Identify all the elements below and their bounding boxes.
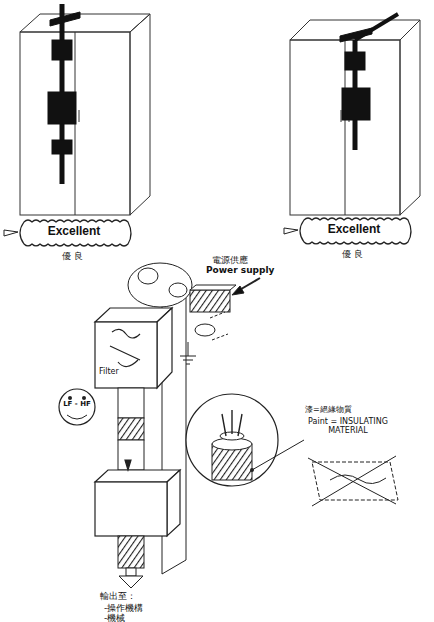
- excellent-callout: Excellent優良: [18, 218, 130, 263]
- paint-label: Paint = INSULATING MATERIAL: [302, 418, 394, 436]
- output-label: 輸出至：: [100, 592, 136, 602]
- filter-node: Filter: [97, 366, 121, 377]
- power-label: Power supply: [206, 266, 274, 276]
- output-item: -操作機構: [104, 604, 143, 614]
- rating-caption: 優良: [298, 244, 410, 261]
- excellent-callout: Excellent優良: [298, 216, 410, 261]
- power-label-zh: 電源供應: [212, 256, 248, 266]
- smiley-badge: LF - HF: [58, 388, 96, 408]
- filter-label: Filter: [97, 366, 121, 377]
- output-item: -機械: [104, 614, 125, 622]
- excellent-banner: Excellent: [298, 216, 410, 244]
- excellent-banner: Excellent: [18, 218, 130, 246]
- rating-caption: 優良: [18, 246, 130, 263]
- smiley-circle: LF - HF: [58, 388, 96, 426]
- paint-label-zh: 漆=絕緣物質: [305, 406, 352, 415]
